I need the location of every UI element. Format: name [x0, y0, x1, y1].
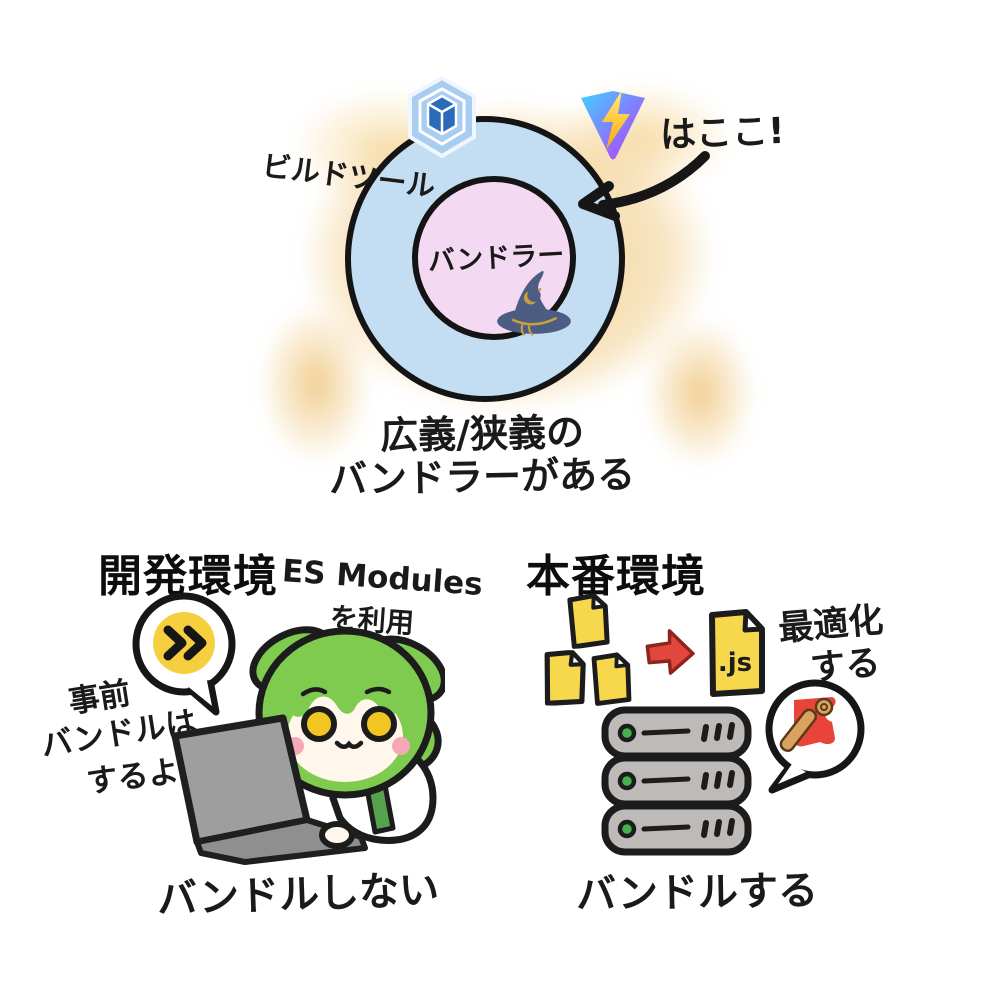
mouth [334, 740, 364, 749]
webpack-logo-icon [408, 76, 476, 158]
prod-caption: バンドルする [575, 867, 819, 919]
laptop-icon [171, 714, 368, 865]
dev-caption: バンドルしない [156, 867, 440, 923]
zundamon-character [171, 626, 445, 865]
server-unit [601, 754, 752, 808]
pointer-arrow-icon [578, 151, 710, 221]
eye-left [301, 706, 337, 742]
blush-right [392, 737, 410, 755]
file-icon [544, 649, 586, 706]
vite-pointer-label: はここ! [659, 110, 786, 157]
esbuild-speech-bubble [132, 592, 236, 716]
server-stack-icon [601, 706, 752, 856]
esm-note-line1: ES Modules [280, 553, 484, 603]
prod-environment-title: 本番環境 [526, 551, 706, 602]
venn-caption-line2: バンドラーがある [328, 452, 636, 502]
arrow-right-icon [645, 629, 695, 675]
file-icon [591, 652, 632, 706]
server-unit [601, 802, 752, 856]
js-file-icon: .js [709, 609, 765, 697]
rollup-speech-bubble [765, 679, 865, 794]
bundler-label: バンドラー [427, 239, 566, 278]
eye-right [361, 706, 397, 742]
server-unit [601, 706, 752, 760]
js-file-label: .js [718, 648, 752, 678]
wizard-hat-icon [497, 270, 571, 336]
vite-logo-icon [581, 90, 645, 160]
rollup-logo-icon [779, 697, 836, 753]
esbuild-logo-icon [153, 612, 215, 674]
file-icon [567, 593, 610, 650]
hand [319, 821, 355, 849]
